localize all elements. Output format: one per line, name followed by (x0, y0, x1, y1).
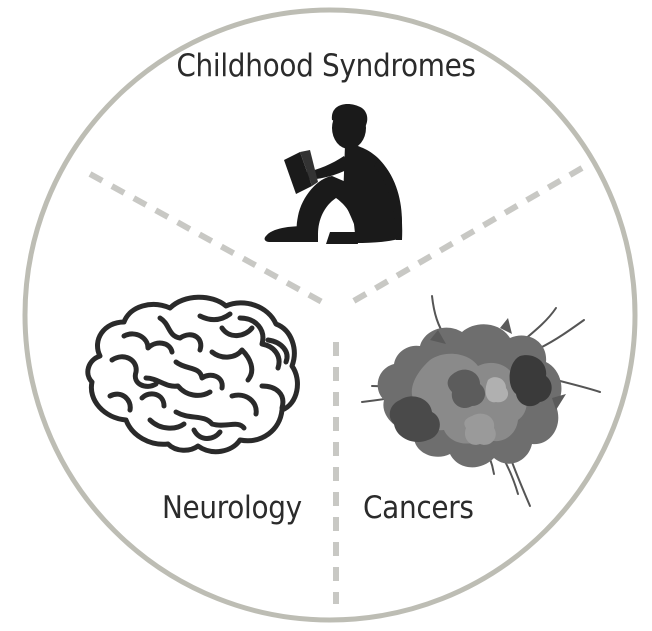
brain-icon (88, 297, 298, 451)
section-label-neurology: Neurology (162, 490, 302, 526)
section-label-childhood-syndromes: Childhood Syndromes (0, 48, 652, 84)
outer-circle (25, 10, 635, 620)
child-reading-icon (265, 104, 403, 244)
section-label-cancers: Cancers (363, 490, 474, 526)
cancer-cell-icon (362, 296, 600, 506)
